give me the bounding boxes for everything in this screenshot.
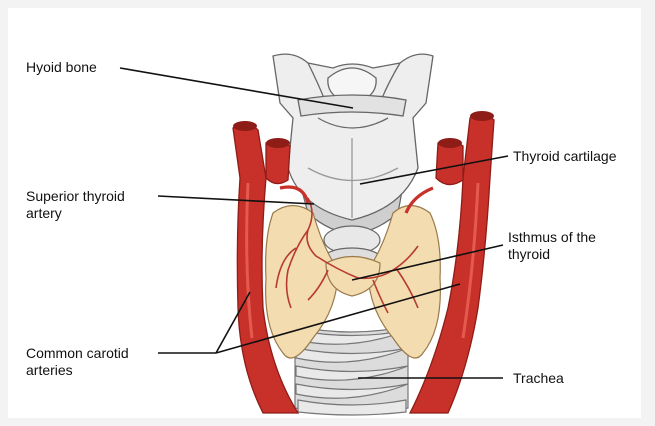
label-isthmus-of-thyroid: Isthmus of the thyroid xyxy=(508,229,596,263)
label-trachea: Trachea xyxy=(513,370,564,387)
leader-superior-thyroid-artery xyxy=(158,196,314,204)
label-thyroid-cartilage: Thyroid cartilage xyxy=(513,148,617,165)
label-common-carotid-arteries: Common carotid arteries xyxy=(26,345,129,379)
label-superior-thyroid-artery: Superior thyroid artery xyxy=(26,188,125,222)
diagram-frame: Hyoid bone Superior thyroid artery Commo… xyxy=(8,8,641,418)
label-hyoid-bone: Hyoid bone xyxy=(26,59,97,76)
